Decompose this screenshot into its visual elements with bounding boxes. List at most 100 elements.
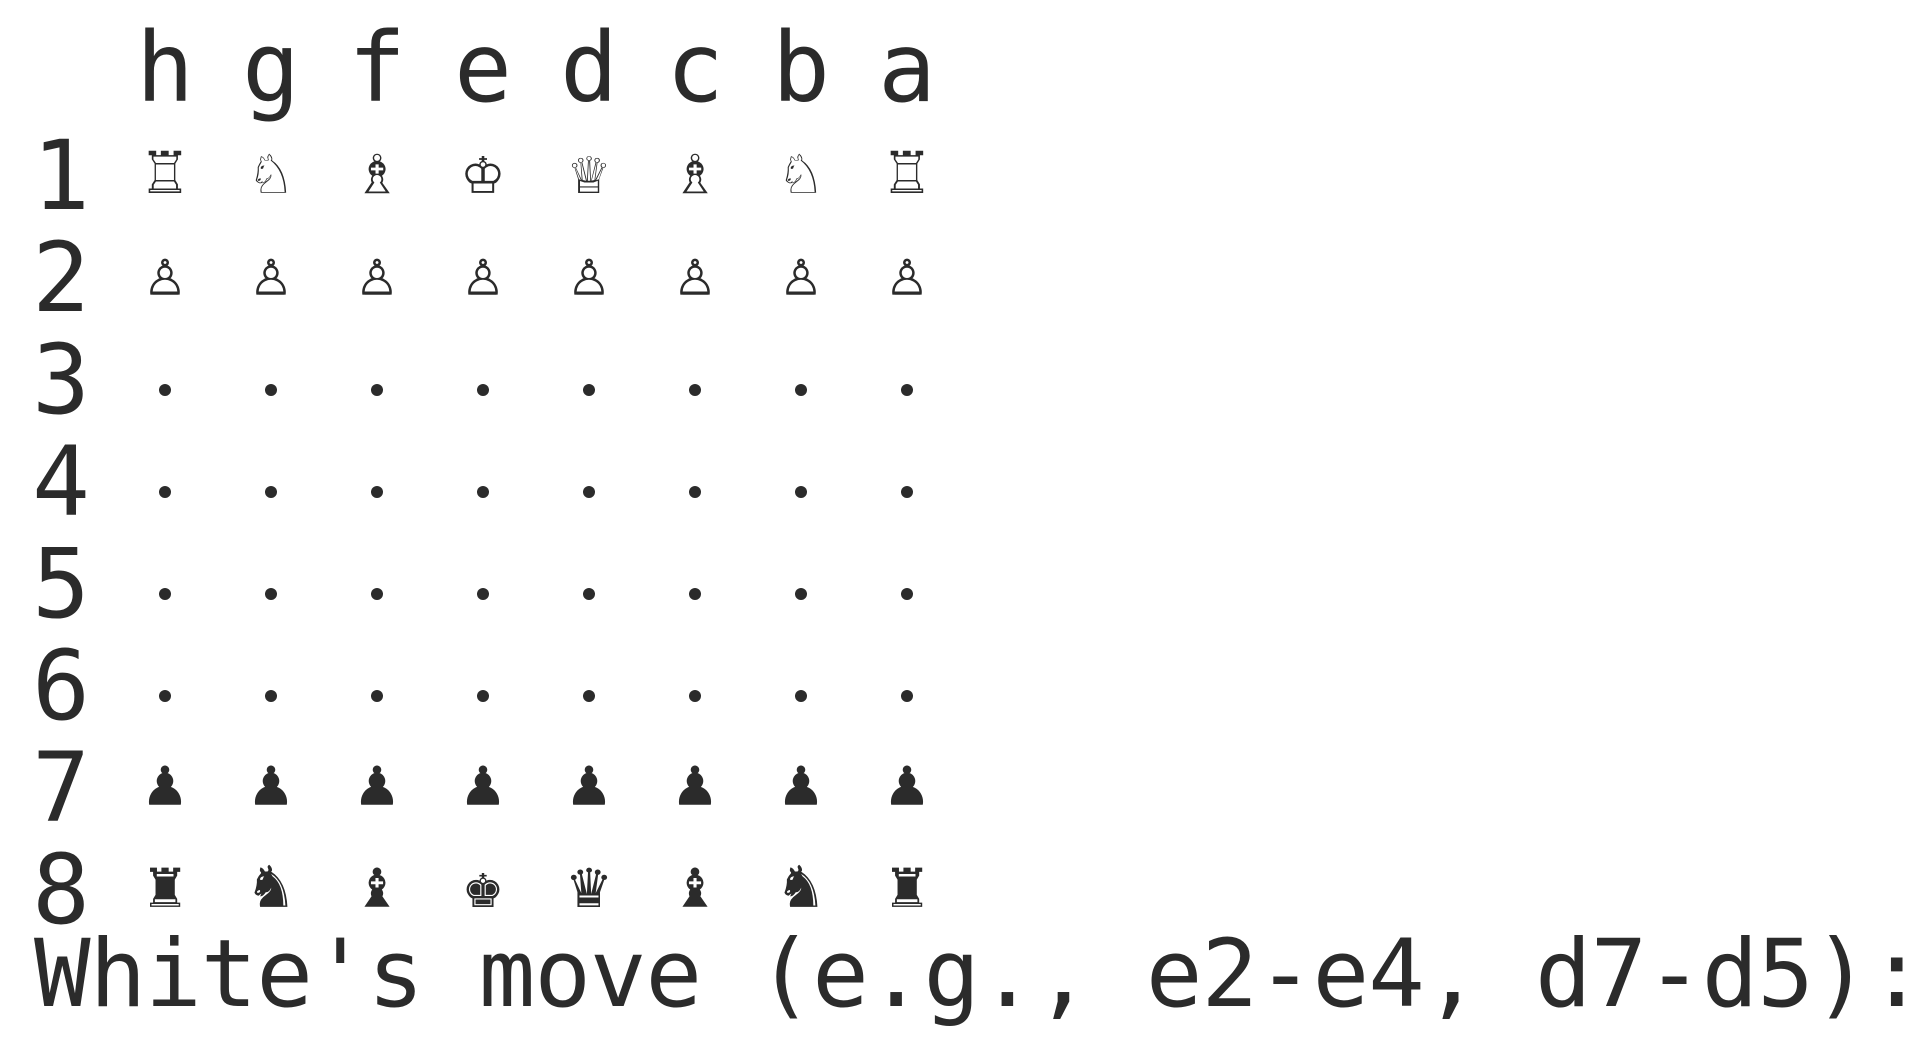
square-g7[interactable]: ♟ bbox=[218, 730, 324, 836]
square-d4[interactable] bbox=[536, 424, 642, 530]
square-e7[interactable]: ♟ bbox=[430, 730, 536, 836]
black-pawn-icon: ♟ bbox=[357, 744, 397, 821]
square-c3[interactable] bbox=[642, 322, 748, 428]
square-c7[interactable]: ♟ bbox=[642, 730, 748, 836]
square-d1[interactable]: ♕ bbox=[536, 118, 642, 224]
square-c5[interactable] bbox=[642, 526, 748, 632]
empty-square-dot-icon bbox=[583, 587, 595, 600]
square-a3[interactable] bbox=[854, 322, 960, 428]
square-g6[interactable] bbox=[218, 628, 324, 734]
move-prompt: White's move (e.g., e2-e4, d7-d5): bbox=[34, 920, 1924, 1029]
square-c1[interactable]: ♗ bbox=[642, 118, 748, 224]
square-e8[interactable]: ♚ bbox=[430, 832, 536, 938]
square-h4[interactable] bbox=[112, 424, 218, 530]
square-h5[interactable] bbox=[112, 526, 218, 632]
square-f5[interactable] bbox=[324, 526, 430, 632]
black-pawn-icon: ♟ bbox=[675, 744, 715, 821]
white-pawn-icon: ♙ bbox=[781, 234, 821, 311]
square-h8[interactable]: ♜ bbox=[112, 832, 218, 938]
square-b5[interactable] bbox=[748, 526, 854, 632]
square-e3[interactable] bbox=[430, 322, 536, 428]
empty-square-dot-icon bbox=[371, 689, 383, 702]
white-knight-icon: ♘ bbox=[781, 132, 821, 209]
square-a5[interactable] bbox=[854, 526, 960, 632]
square-e1[interactable]: ♔ bbox=[430, 118, 536, 224]
white-bishop-icon: ♗ bbox=[357, 132, 397, 209]
rank-label-3: 3 bbox=[32, 324, 90, 436]
file-label-c: c bbox=[666, 12, 724, 124]
square-g8[interactable]: ♞ bbox=[218, 832, 324, 938]
square-g5[interactable] bbox=[218, 526, 324, 632]
square-b1[interactable]: ♘ bbox=[748, 118, 854, 224]
square-f3[interactable] bbox=[324, 322, 430, 428]
empty-square-dot-icon bbox=[689, 587, 701, 600]
square-h7[interactable]: ♟ bbox=[112, 730, 218, 836]
square-d8[interactable]: ♛ bbox=[536, 832, 642, 938]
square-g4[interactable] bbox=[218, 424, 324, 530]
square-g3[interactable] bbox=[218, 322, 324, 428]
white-pawn-icon: ♙ bbox=[145, 234, 185, 311]
square-e4[interactable] bbox=[430, 424, 536, 530]
square-e2[interactable]: ♙ bbox=[430, 220, 536, 326]
square-b2[interactable]: ♙ bbox=[748, 220, 854, 326]
white-rook-icon: ♖ bbox=[145, 132, 185, 209]
file-label-g: g bbox=[242, 12, 300, 124]
black-pawn-icon: ♟ bbox=[569, 744, 609, 821]
square-f6[interactable] bbox=[324, 628, 430, 734]
black-pawn-icon: ♟ bbox=[145, 744, 185, 821]
square-c4[interactable] bbox=[642, 424, 748, 530]
square-d6[interactable] bbox=[536, 628, 642, 734]
empty-square-dot-icon bbox=[689, 383, 701, 396]
square-a6[interactable] bbox=[854, 628, 960, 734]
square-a2[interactable]: ♙ bbox=[854, 220, 960, 326]
square-c2[interactable]: ♙ bbox=[642, 220, 748, 326]
square-g2[interactable]: ♙ bbox=[218, 220, 324, 326]
square-a8[interactable]: ♜ bbox=[854, 832, 960, 938]
square-c6[interactable] bbox=[642, 628, 748, 734]
white-pawn-icon: ♙ bbox=[357, 234, 397, 311]
empty-square-dot-icon bbox=[159, 689, 171, 702]
white-pawn-icon: ♙ bbox=[463, 234, 503, 311]
square-d2[interactable]: ♙ bbox=[536, 220, 642, 326]
square-b8[interactable]: ♞ bbox=[748, 832, 854, 938]
square-d7[interactable]: ♟ bbox=[536, 730, 642, 836]
empty-square-dot-icon bbox=[901, 383, 913, 396]
square-a7[interactable]: ♟ bbox=[854, 730, 960, 836]
square-b6[interactable] bbox=[748, 628, 854, 734]
square-f4[interactable] bbox=[324, 424, 430, 530]
square-h6[interactable] bbox=[112, 628, 218, 734]
file-label-h: h bbox=[136, 12, 194, 124]
square-a4[interactable] bbox=[854, 424, 960, 530]
empty-square-dot-icon bbox=[477, 587, 489, 600]
square-h2[interactable]: ♙ bbox=[112, 220, 218, 326]
rank-label-4: 4 bbox=[32, 426, 90, 538]
square-f7[interactable]: ♟ bbox=[324, 730, 430, 836]
white-knight-icon: ♘ bbox=[251, 132, 291, 209]
square-f2[interactable]: ♙ bbox=[324, 220, 430, 326]
black-pawn-icon: ♟ bbox=[887, 744, 927, 821]
black-rook-icon: ♜ bbox=[887, 846, 927, 923]
square-f8[interactable]: ♝ bbox=[324, 832, 430, 938]
square-h3[interactable] bbox=[112, 322, 218, 428]
rank-label-6: 6 bbox=[32, 630, 90, 742]
square-d5[interactable] bbox=[536, 526, 642, 632]
square-d3[interactable] bbox=[536, 322, 642, 428]
square-e6[interactable] bbox=[430, 628, 536, 734]
square-b3[interactable] bbox=[748, 322, 854, 428]
empty-square-dot-icon bbox=[265, 689, 277, 702]
square-g1[interactable]: ♘ bbox=[218, 118, 324, 224]
white-rook-icon: ♖ bbox=[887, 132, 927, 209]
square-f1[interactable]: ♗ bbox=[324, 118, 430, 224]
square-a1[interactable]: ♖ bbox=[854, 118, 960, 224]
empty-square-dot-icon bbox=[689, 689, 701, 702]
empty-square-dot-icon bbox=[477, 485, 489, 498]
white-queen-icon: ♕ bbox=[569, 132, 609, 209]
square-b4[interactable] bbox=[748, 424, 854, 530]
chess-board: h g f e d c b a 1 ♖ ♘ ♗ ♔ ♕ ♗ ♘ ♖ 2 ♙ ♙ … bbox=[32, 12, 960, 938]
square-e5[interactable] bbox=[430, 526, 536, 632]
square-c8[interactable]: ♝ bbox=[642, 832, 748, 938]
square-b7[interactable]: ♟ bbox=[748, 730, 854, 836]
square-h1[interactable]: ♖ bbox=[112, 118, 218, 224]
black-king-icon: ♚ bbox=[463, 846, 503, 923]
empty-square-dot-icon bbox=[477, 383, 489, 396]
